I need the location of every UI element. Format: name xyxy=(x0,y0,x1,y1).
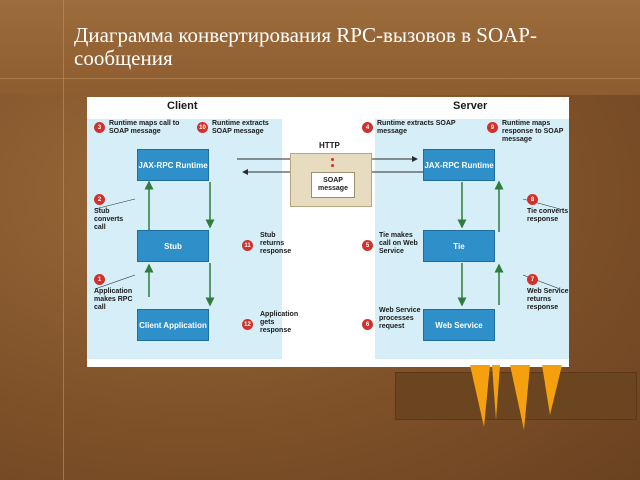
step-note-3: Runtime maps call to SOAP message xyxy=(109,120,180,135)
step-badge-11: 11 xyxy=(242,240,253,251)
step-badge-6: 6 xyxy=(362,319,373,330)
step-note-2: Stub converts call xyxy=(94,208,124,231)
envelope-dot xyxy=(331,158,334,161)
step-note-6: Web Service processes request xyxy=(379,307,421,330)
step-note-4: Runtime extracts SOAP message xyxy=(377,120,456,135)
decor-spikes xyxy=(470,365,562,430)
step-badge-1: 1 xyxy=(94,274,105,285)
stub-block: Stub xyxy=(137,230,209,262)
step-note-8: Tie converts response xyxy=(527,208,569,223)
web-service-block: Web Service xyxy=(423,309,495,341)
step-badge-12: 12 xyxy=(242,319,253,330)
client-header: Client xyxy=(167,100,198,112)
step-note-10: Runtime extracts SOAP message xyxy=(212,120,269,135)
step-badge-3: 3 xyxy=(94,122,105,133)
step-badge-7: 7 xyxy=(527,274,538,285)
step-note-1: Application makes RPC call xyxy=(94,288,133,311)
step-note-7: Web Service returns response xyxy=(527,288,569,311)
step-note-12: Application gets response xyxy=(260,311,299,334)
step-note-9: Runtime maps response to SOAP message xyxy=(502,120,564,143)
slide-title: Диаграмма конвертирования RPC-вызовов в … xyxy=(74,23,537,70)
step-badge-8: 8 xyxy=(527,194,538,205)
envelope-dot xyxy=(331,164,334,167)
soap-envelope: SOAP message xyxy=(290,153,372,207)
step-badge-10: 10 xyxy=(197,122,208,133)
step-badge-2: 2 xyxy=(94,194,105,205)
client-application-block: Client Application xyxy=(137,309,209,341)
title-band xyxy=(0,0,640,95)
tie-block: Tie xyxy=(423,230,495,262)
decor-vertical-line xyxy=(63,0,64,480)
server-header: Server xyxy=(453,100,488,112)
client-jaxrpc-runtime: JAX-RPC Runtime xyxy=(137,149,209,181)
rpc-soap-diagram: Client Server HTTP SOAP message JAX-RPC xyxy=(87,97,569,367)
step-badge-5: 5 xyxy=(362,240,373,251)
step-badge-4: 4 xyxy=(362,122,373,133)
http-label: HTTP xyxy=(319,141,340,150)
server-jaxrpc-runtime: JAX-RPC Runtime xyxy=(423,149,495,181)
soap-message-box: SOAP message xyxy=(311,172,355,198)
decor-horizontal-line xyxy=(0,78,640,79)
step-note-5: Tie makes call on Web Service xyxy=(379,232,418,255)
step-note-11: Stub returns response xyxy=(260,232,292,255)
step-badge-9: 9 xyxy=(487,122,498,133)
